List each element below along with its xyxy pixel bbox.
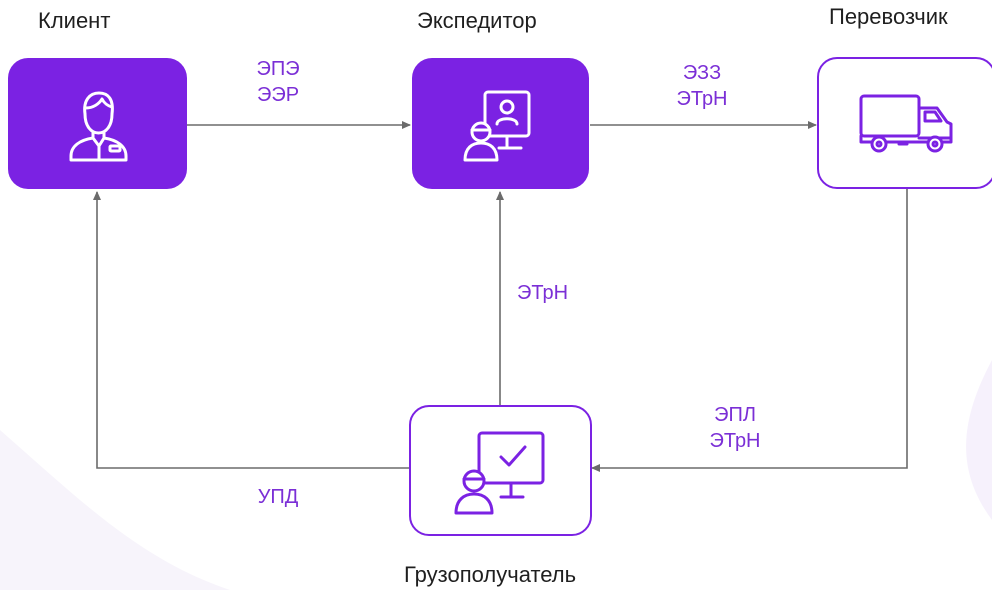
edge-label-line: ЭТрН bbox=[676, 88, 728, 110]
person-monitor-icon bbox=[463, 90, 530, 161]
carrier-label: Перевозчик bbox=[829, 4, 948, 29]
person-monitor-check-icon bbox=[454, 431, 544, 514]
arrow-consignee-to-client bbox=[93, 191, 409, 469]
consignee-label: Грузополучатель bbox=[404, 562, 577, 587]
truck-icon bbox=[859, 94, 952, 153]
edge-label-line: ЭЗЗ bbox=[682, 62, 722, 84]
forwarder-node bbox=[412, 58, 589, 189]
carrier-node bbox=[817, 57, 992, 189]
consignee-node bbox=[409, 405, 592, 536]
edge-label-client-forwarder: ЭПЭ ЭЭР bbox=[246, 56, 310, 108]
edge-label-consignee-forwarder: ЭТрН bbox=[517, 280, 587, 306]
edge-label-carrier-consignee: ЭПЛ ЭТрН bbox=[700, 402, 770, 454]
edge-label-line: ЭТрН bbox=[517, 282, 569, 304]
edge-label-consignee-client: УПД bbox=[248, 484, 308, 510]
arrow-carrier-to-consignee bbox=[591, 189, 908, 472]
edge-label-line: ЭТрН bbox=[709, 430, 761, 452]
edge-label-line: ЭПЛ bbox=[714, 404, 756, 426]
edge-label-line: ЭЭР bbox=[256, 84, 300, 106]
edge-label-line: ЭПЭ bbox=[256, 58, 300, 80]
forwarder-label: Экспедитор bbox=[417, 8, 537, 33]
edge-label-line: УПД bbox=[257, 486, 299, 508]
edge-label-forwarder-carrier: ЭЗЗ ЭТрН bbox=[667, 60, 737, 112]
client-label: Клиент bbox=[38, 8, 111, 33]
customer-icon bbox=[69, 91, 127, 161]
client-node bbox=[8, 58, 187, 189]
